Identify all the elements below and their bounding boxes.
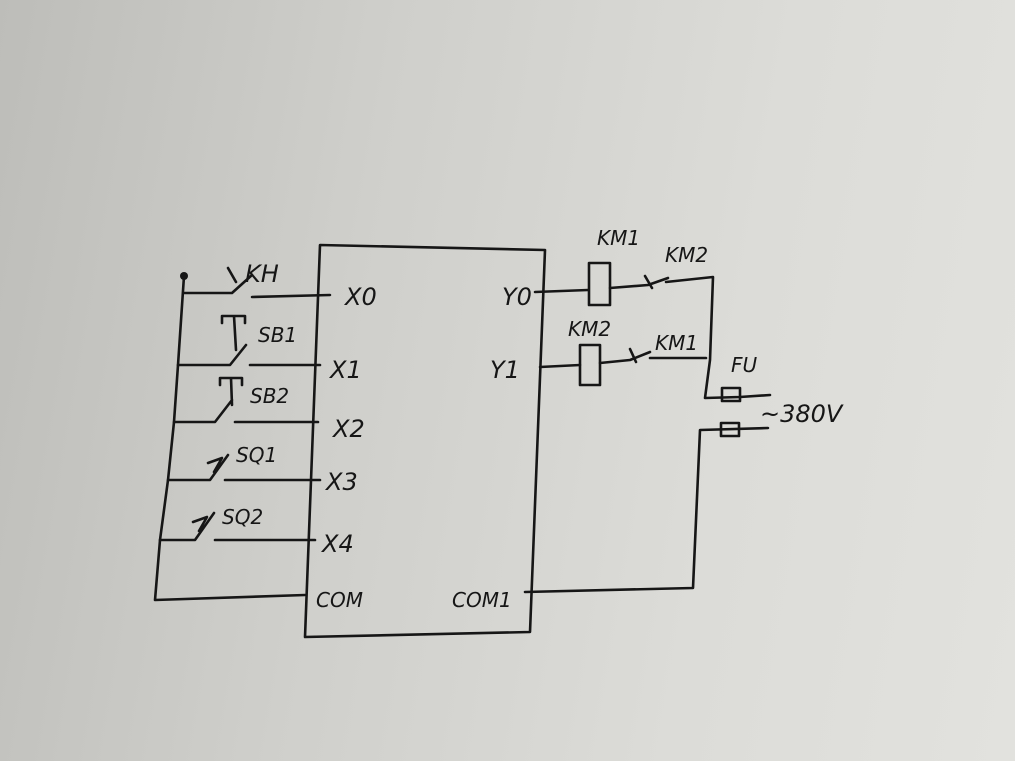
- km1-coil: [587, 261, 612, 307]
- fuse-2: [719, 421, 741, 438]
- sb2-label: SB2: [250, 384, 289, 408]
- km2-interlock-label: KM2: [665, 243, 708, 267]
- x3-label: X3: [324, 468, 358, 496]
- kh-contact: [182, 266, 332, 299]
- com1-return-wire: [523, 426, 770, 594]
- km1-interlock-label: KM1: [655, 331, 698, 355]
- km2-coil-label: KM2: [568, 317, 611, 341]
- y1-label: Y1: [490, 356, 520, 384]
- x0-label: X0: [343, 283, 377, 311]
- sq2-label: SQ2: [222, 505, 263, 529]
- y0-circuit: [533, 274, 772, 400]
- sb1-label: SB1: [258, 323, 297, 347]
- sb1-button: [176, 314, 322, 367]
- fuse-1: [720, 386, 742, 403]
- plc-box: [303, 243, 547, 639]
- kh-label: KH: [245, 260, 279, 288]
- sq1-label: SQ1: [236, 443, 277, 467]
- y0-label: Y0: [502, 283, 532, 311]
- km2-coil: [578, 343, 602, 387]
- sq2-limit-switch: [158, 511, 317, 542]
- fu-label: FU: [731, 353, 758, 377]
- x1-label: X1: [328, 356, 362, 384]
- x4-label: X4: [320, 530, 354, 558]
- sb2-button: [172, 376, 320, 424]
- supply-label: ~380V: [760, 400, 844, 428]
- com-label: COM: [316, 588, 363, 612]
- y1-circuit: [538, 347, 708, 369]
- sq1-limit-switch: [166, 453, 322, 482]
- km1-coil-label: KM1: [597, 226, 640, 250]
- x2-label: X2: [331, 415, 365, 443]
- com1-label: COM1: [452, 588, 512, 612]
